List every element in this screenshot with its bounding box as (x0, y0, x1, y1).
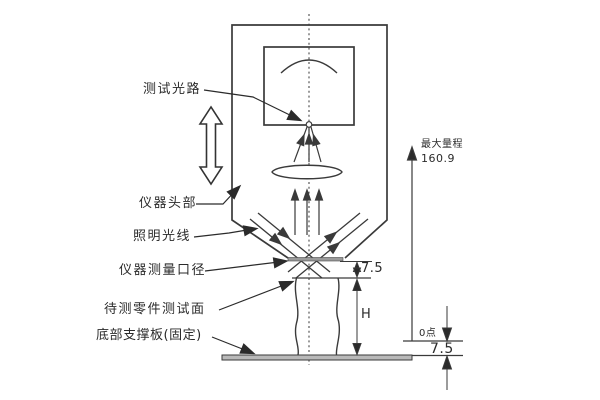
leader-part-test-surface (218, 282, 290, 311)
label-test-optical-path: 测试光路 (143, 82, 202, 97)
range-arrowhead (406, 145, 418, 161)
ray-arrowhead (312, 133, 321, 147)
label-part-test-surface: 待测零件测试面 (104, 302, 206, 317)
test-beam-vertical-rays (290, 188, 324, 235)
leader-test-optical-path (203, 89, 299, 120)
leader-arrowhead (278, 280, 295, 292)
illumination-ray-left (257, 212, 331, 273)
leader-instrument-aperture (204, 260, 284, 272)
label-leaders (193, 89, 303, 355)
label-zero-point: 0点 (419, 328, 437, 339)
value-zero-to-plate: 7.5 (430, 341, 454, 357)
ray-arrowhead (290, 188, 300, 201)
dimension-part-height (352, 278, 362, 356)
dimension-arrowhead (352, 278, 362, 291)
leader-arrowhead (239, 343, 256, 355)
dimension-arrowhead (352, 267, 362, 279)
ray-arrowhead (314, 188, 324, 201)
label-instrument-head: 仪器头部 (139, 196, 198, 211)
label-max-range: 最大量程 (421, 139, 463, 150)
instrument-body (231, 24, 388, 259)
dimension-arrowhead (441, 327, 453, 343)
label-part-height: H (361, 307, 372, 322)
dimension-arrowhead (352, 343, 362, 356)
instrument-body-outline (231, 24, 388, 259)
leader-arrowhead (242, 225, 259, 237)
objective-lens (271, 164, 343, 180)
bottom-support-plate-bar (221, 354, 413, 361)
measurement-aperture-plane (287, 257, 344, 262)
pinhole-point (305, 121, 313, 128)
ray-arrowhead (268, 232, 283, 246)
value-aperture-standoff: 7.5 (361, 261, 384, 276)
ray-arrowhead (304, 132, 314, 145)
leader-arrowhead (286, 109, 303, 122)
vertical-motion-arrow (198, 105, 224, 186)
dimension-zero-to-plate (441, 306, 453, 390)
dimension-aperture-standoff (340, 261, 372, 279)
label-instrument-aperture: 仪器测量口径 (119, 263, 207, 278)
leader-arrowhead (272, 257, 289, 269)
test-beam-converging-rays (293, 126, 322, 163)
illumination-ray-left (249, 218, 323, 279)
illumination-ray-right (287, 212, 361, 273)
reference-mirror-arc (280, 59, 338, 74)
ray-arrowhead (323, 231, 338, 244)
measuring-range (403, 145, 463, 357)
measured-part (292, 277, 371, 356)
illumination-rays (249, 212, 369, 279)
label-bottom-support-plate: 底部支撑板(固定) (96, 328, 202, 343)
leader-arrowhead (226, 184, 242, 200)
ray-arrowhead (326, 241, 341, 255)
dimension-arrowhead (441, 354, 453, 370)
ray-arrowhead (296, 133, 305, 147)
part-right-edge (335, 277, 341, 356)
part-left-edge (294, 277, 300, 356)
value-max-range: 160.9 (421, 152, 455, 165)
ray-arrowhead (302, 188, 312, 201)
label-illumination-light: 照明光线 (133, 229, 192, 244)
ray-arrowhead (276, 226, 291, 240)
